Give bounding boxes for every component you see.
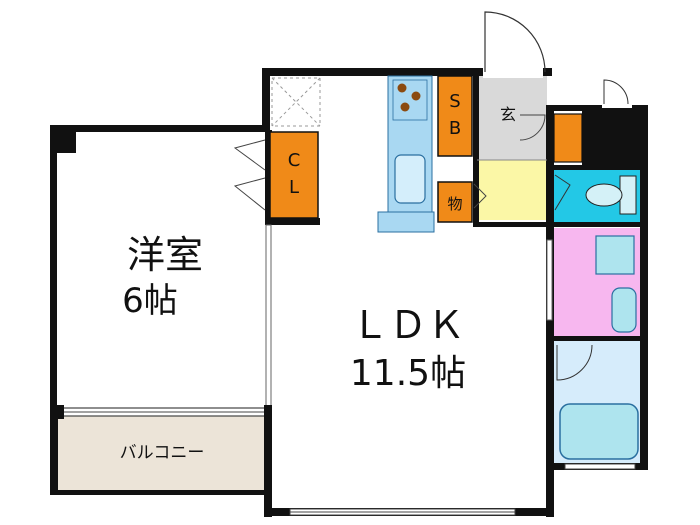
toilet-bowl	[585, 183, 623, 207]
pipe-shaft	[582, 108, 642, 168]
washbasin	[595, 235, 635, 275]
hall-door	[519, 114, 546, 141]
shoe-box-label-2: B	[449, 118, 461, 139]
entrance-label: 玄	[500, 105, 516, 124]
western-room-floor	[57, 130, 270, 413]
wall	[473, 70, 479, 225]
hallway-floor	[477, 160, 547, 220]
western-room-name: 洋室	[127, 233, 203, 277]
sliding-door	[546, 239, 553, 321]
wall	[265, 130, 272, 222]
wall	[265, 218, 320, 225]
burner	[400, 102, 410, 112]
wall	[473, 222, 553, 227]
balcony-rail	[50, 416, 58, 494]
sliding-door	[265, 224, 272, 411]
wall	[640, 105, 648, 470]
burner	[411, 91, 421, 101]
ldk-name: ＬＤＫ	[351, 303, 465, 347]
meter-door-opening	[602, 100, 632, 108]
wall	[546, 225, 554, 517]
washing-machine	[611, 287, 637, 333]
closet	[269, 131, 319, 219]
kitchen-sink	[394, 154, 426, 204]
closet-label-1: C	[288, 150, 301, 171]
wall	[264, 405, 272, 517]
ldk-size: 11.5帖	[350, 353, 466, 394]
closet-label-2: L	[289, 177, 299, 198]
toilet-door	[554, 174, 571, 211]
front-door-opening	[483, 66, 543, 78]
balcony-label: バルコニー	[120, 443, 205, 463]
western-room-size: 6帖	[122, 281, 178, 321]
storeroom	[437, 181, 473, 223]
wall	[262, 68, 270, 130]
wall	[50, 125, 270, 132]
meter-door	[603, 79, 629, 105]
bath-door	[556, 344, 593, 381]
shoe-box-label-1: S	[449, 91, 460, 112]
closet-door	[233, 177, 266, 211]
balcony-floor	[57, 416, 270, 491]
bathtub	[559, 403, 639, 460]
storeroom-door	[473, 183, 487, 209]
window	[564, 463, 636, 470]
front-door	[484, 11, 546, 73]
entrance-floor	[477, 75, 547, 160]
upper-storage	[271, 77, 321, 127]
entrance-storage	[553, 113, 583, 163]
wall	[550, 336, 645, 341]
wall	[550, 222, 645, 227]
closet-door	[233, 139, 266, 171]
wall	[262, 68, 552, 76]
burner	[397, 83, 407, 93]
shoe-box	[437, 75, 473, 157]
storeroom-label: 物	[447, 195, 462, 213]
wall	[50, 125, 57, 415]
kitchen-counter	[377, 211, 435, 233]
wall-column	[50, 405, 64, 419]
balcony-rail	[50, 490, 272, 495]
